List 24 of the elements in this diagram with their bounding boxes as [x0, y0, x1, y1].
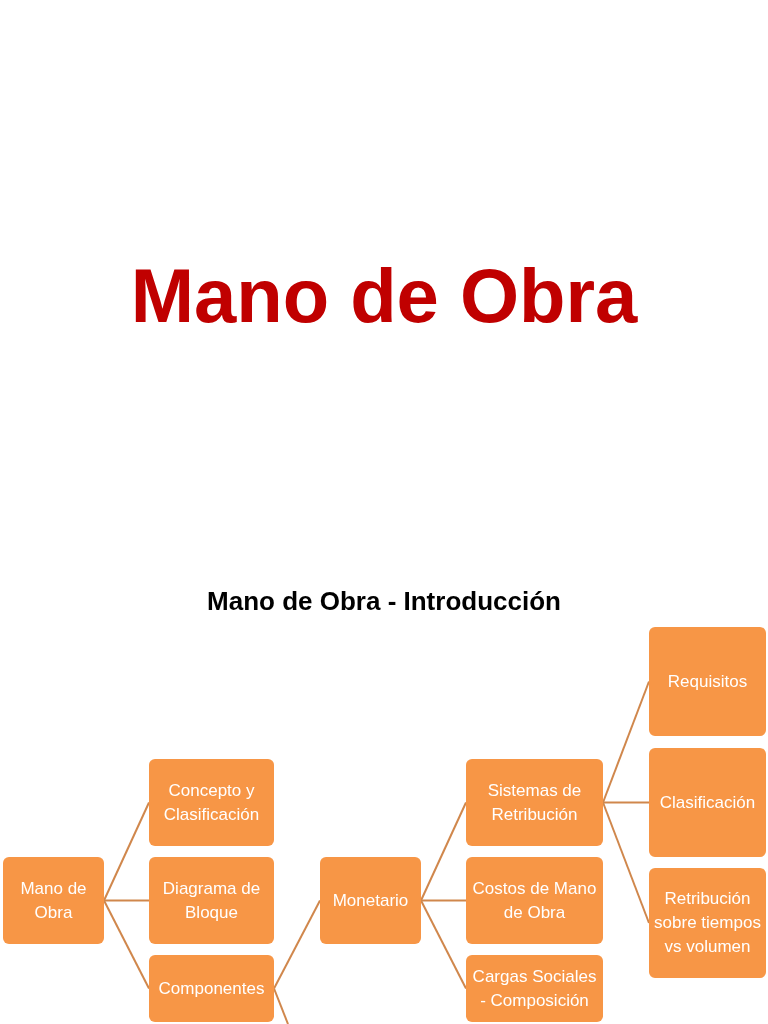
connector-line	[103, 801, 150, 902]
connector-line	[273, 987, 289, 1024]
diagram-heading: Mano de Obra - Introducción	[206, 585, 562, 618]
connector-line	[602, 801, 650, 804]
connector-line	[103, 899, 150, 990]
topic-box: Monetario	[320, 857, 421, 944]
connector-line	[103, 899, 150, 902]
connector-line	[420, 899, 467, 902]
topic-box: Costos de Mano de Obra	[466, 857, 603, 944]
connector-line	[420, 801, 467, 902]
topic-box: Cargas Sociales - Composición	[466, 955, 603, 1022]
topic-box: Retribución sobre tiempos vs volumen	[649, 868, 766, 978]
topic-box: Clasificación	[649, 748, 766, 857]
slide-title: Mano de Obra	[129, 252, 639, 340]
topic-box: Concepto y Clasificación	[149, 759, 274, 846]
connector-line	[602, 680, 650, 804]
connector-line	[273, 899, 321, 990]
topic-box: Mano de Obra	[3, 857, 104, 944]
topic-box: Requisitos	[649, 627, 766, 736]
connector-line	[420, 899, 467, 990]
topic-box: Diagrama de Bloque	[149, 857, 274, 944]
topic-box: Sistemas de Retribución	[466, 759, 603, 846]
connector-line	[602, 801, 650, 924]
topic-box: Componentes	[149, 955, 274, 1022]
